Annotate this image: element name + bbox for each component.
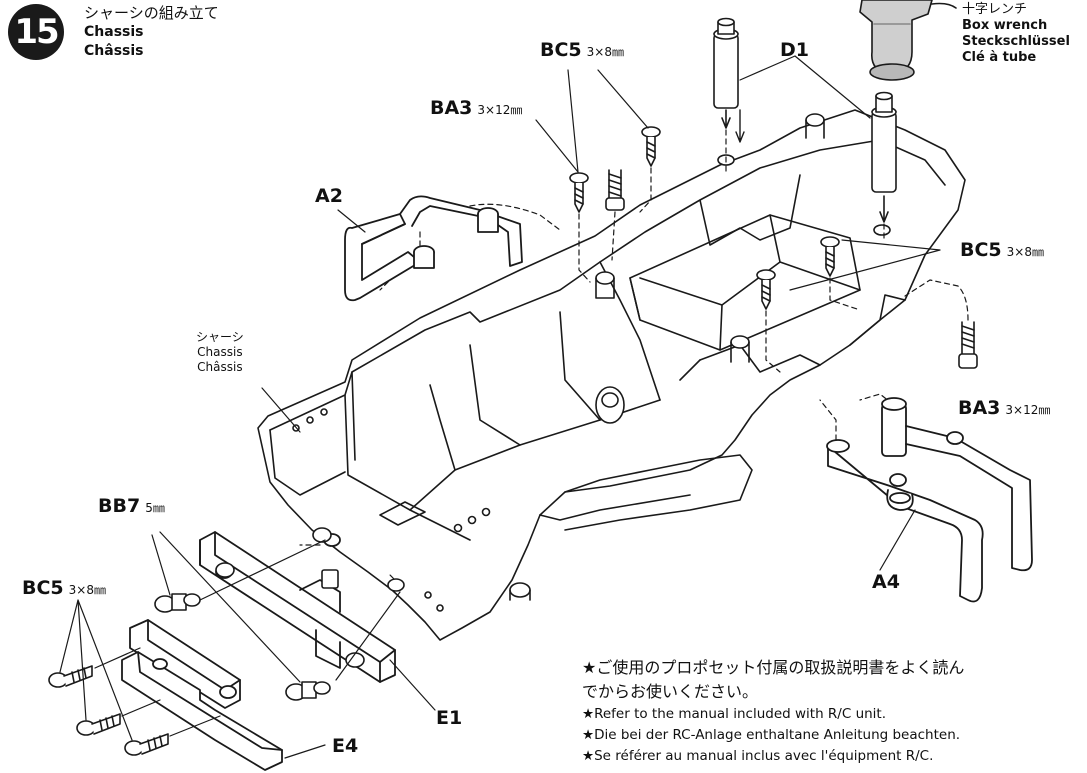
screw-bc5-left-b	[76, 713, 121, 736]
label-e4: E4	[332, 735, 359, 757]
label-d1: D1	[780, 39, 809, 61]
label-bb7-code: BB7	[98, 495, 141, 517]
body-post-screws-rear	[312, 527, 405, 592]
label-bc5-top: BC5 3×8㎜	[540, 39, 624, 62]
chassis-label: シャーシ Chassis Châssis	[196, 330, 244, 375]
step-title-jp: シャーシの組み立て	[84, 4, 219, 22]
chassis-tub	[257, 109, 966, 641]
label-ba3-right-size: 3×12㎜	[1005, 403, 1051, 417]
chassis-label-fr: Châssis	[197, 360, 243, 374]
tool-label: 十字レンチ Box wrench Steckschlüssel Clé à tu…	[962, 2, 1070, 66]
ball-connector-bb7-b	[285, 652, 365, 701]
note-en: ★Refer to the manual included with R/C u…	[582, 706, 887, 722]
label-a2: A2	[315, 185, 343, 207]
chassis-left-wall	[344, 394, 471, 541]
note-fr: ★Se référer au manual inclus avec l'équi…	[582, 748, 934, 764]
a2-leader	[337, 209, 366, 233]
label-bc5-left-size: 3×8㎜	[68, 583, 106, 597]
label-bb7-size: 5㎜	[145, 501, 165, 515]
chassis-right-wall	[699, 174, 801, 246]
screw-bc5-top-b	[641, 126, 661, 167]
label-ba3-top-code: BA3	[430, 97, 473, 119]
label-e1: E1	[436, 707, 463, 729]
tool-label-de: Steckschlüssel	[962, 34, 1070, 49]
bb7-leaders	[151, 531, 301, 683]
label-bc5-top-size: 3×8㎜	[586, 45, 624, 59]
chassis-nose	[564, 454, 753, 531]
ball-connector-bb7-a	[154, 562, 235, 613]
label-bb7: BB7 5㎜	[98, 495, 165, 518]
d1-leader	[739, 55, 871, 119]
screw-bc5-right-a	[820, 236, 840, 277]
step-title-fr: Châssis	[84, 43, 144, 59]
bumper-part-e4	[121, 619, 283, 771]
label-ba3-right-code: BA3	[958, 397, 1001, 419]
bc5-left-leaders	[59, 599, 133, 741]
body-mount-a4	[826, 397, 1033, 603]
screw-bc5-left-a	[48, 665, 93, 688]
body-mount-a2	[344, 195, 523, 302]
label-bc5-right: BC5 3×8㎜	[960, 239, 1044, 262]
bc5-right-leaders	[789, 239, 941, 291]
e1-leader	[389, 659, 436, 711]
screw-bc5-left-c	[124, 733, 169, 756]
step-title: シャーシの組み立て Chassis Châssis	[84, 4, 219, 61]
note-de: ★Die bei der RC-Anlage enthaltane Anleit…	[582, 727, 961, 743]
tool-label-fr: Clé à tube	[962, 50, 1037, 65]
screw-ba3-top	[605, 169, 625, 211]
screw-bc5-right-b	[756, 269, 776, 310]
step-number-badge: 15	[8, 4, 64, 60]
label-a4: A4	[872, 571, 900, 593]
body-post-d1-right	[871, 91, 897, 223]
chassis-label-en: Chassis	[197, 345, 243, 359]
body-post-d1-left	[713, 17, 739, 129]
box-wrench	[859, 0, 957, 81]
bumper-part-e1	[199, 531, 396, 683]
chassis-label-jp: シャーシ	[196, 330, 244, 344]
e4-leader	[284, 744, 326, 759]
chassis-label-leader	[261, 387, 301, 433]
label-bc5-right-size: 3×8㎜	[1006, 245, 1044, 259]
tool-label-en: Box wrench	[962, 18, 1048, 33]
note-jp-line1: ★ご使用のプロポセット付属の取扱説明書をよく読ん	[582, 658, 965, 677]
label-bc5-left: BC5 3×8㎜	[22, 577, 106, 600]
bc5-top-leaders	[567, 69, 649, 173]
label-bc5-top-code: BC5	[540, 39, 582, 61]
label-ba3-right: BA3 3×12㎜	[958, 397, 1051, 420]
step-title-en: Chassis	[84, 24, 144, 40]
screw-ba3-right	[958, 321, 978, 369]
screw-bc5-top-a	[569, 172, 589, 213]
label-bc5-right-code: BC5	[960, 239, 1002, 261]
tool-label-jp: 十字レンチ	[962, 2, 1028, 17]
label-ba3-top: BA3 3×12㎜	[430, 97, 523, 120]
label-ba3-top-size: 3×12㎜	[477, 103, 523, 117]
note-jp-line2: でからお使いください。	[582, 682, 759, 701]
instruction-notes: ★ご使用のプロポセット付属の取扱説明書をよく読ん でからお使いください。 ★Re…	[582, 656, 964, 767]
label-bc5-left-code: BC5	[22, 577, 64, 599]
a4-leader	[879, 509, 916, 571]
